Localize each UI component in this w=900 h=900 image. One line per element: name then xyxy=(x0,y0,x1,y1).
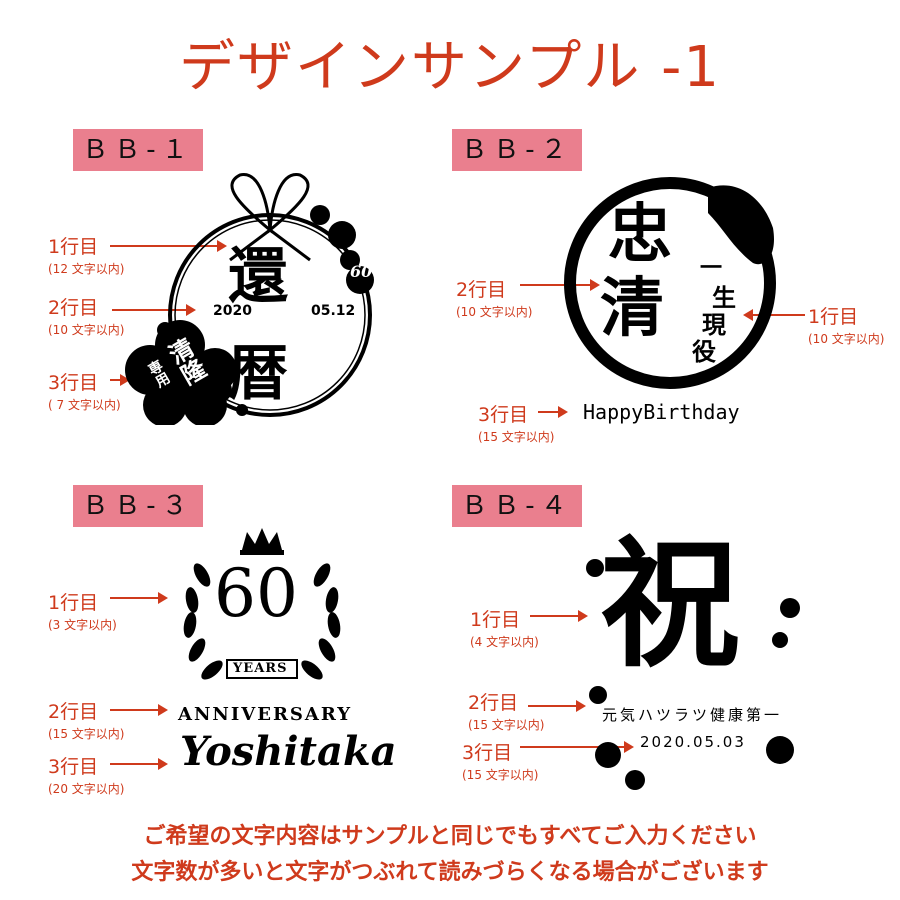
line-label: 3行目 (15 文字以内) xyxy=(462,738,538,783)
line-number: 2行目 xyxy=(48,297,99,319)
line-label: 3行目 (15 文字以内) xyxy=(478,400,554,445)
note-line-2: 文字数が多いと文字がつぶれて読みづらくなる場合がございます xyxy=(131,860,769,885)
line-number: 3行目 xyxy=(48,372,99,394)
char-limit: ( 7 文字以内) xyxy=(48,398,121,412)
main-kanji: 祝 xyxy=(600,523,741,687)
line-number: 3行目 xyxy=(478,404,529,426)
line-number: 1行目 xyxy=(48,236,99,258)
name-script-text: Yoshitaka xyxy=(180,728,397,775)
line-number: 1行目 xyxy=(48,592,99,614)
char-limit: (15 文字以内) xyxy=(478,430,555,444)
arrow-right-icon xyxy=(110,374,130,386)
line-number: 1行目 xyxy=(808,306,859,328)
line-label: 2行目 (10 文字以内) xyxy=(48,293,124,338)
enso-circle-icon xyxy=(564,177,776,389)
arrow-right-icon xyxy=(530,610,588,622)
arrow-right-icon xyxy=(538,406,568,418)
char-limit: (15 文字以内) xyxy=(48,727,125,741)
blossom-scatter-icon xyxy=(586,559,800,790)
main-text-top: 忠 xyxy=(608,197,672,272)
note-line-1: ご希望の文字内容はサンプルと同じでもすべてご入力ください xyxy=(143,824,757,849)
arrow-right-icon xyxy=(528,700,586,712)
side-char: 生 xyxy=(712,283,736,312)
arrow-right-icon xyxy=(110,758,168,770)
line-label: 1行目 (12 文字以内) xyxy=(48,232,124,277)
ribbon-text: YEARS xyxy=(233,661,288,676)
char-limit: (12 文字以内) xyxy=(48,262,125,276)
age-badge: 60 xyxy=(350,262,373,281)
anniversary-text: ANNIVERSARY xyxy=(178,704,353,725)
side-char: 役 xyxy=(692,337,716,366)
side-char: 現 xyxy=(702,310,726,339)
main-text-bottom: 暦 xyxy=(228,339,288,409)
arrow-left-icon xyxy=(743,309,805,321)
side-char: 一 xyxy=(700,255,723,281)
char-limit: (15 文字以内) xyxy=(462,768,539,782)
line-label: 3行目 ( 7 文字以内) xyxy=(48,368,121,413)
line-label: 1行目 (3 文字以内) xyxy=(48,588,117,633)
design-badge: ＢＢ-１ xyxy=(73,129,203,171)
date-month-day: 05.12 xyxy=(311,303,356,319)
main-text-top: 還 xyxy=(228,242,288,312)
line-number: 2行目 xyxy=(456,279,507,301)
design-badge: ＢＢ-２ xyxy=(452,129,582,171)
number-text: 60 xyxy=(214,555,298,632)
date-year: 2020 xyxy=(213,303,252,319)
char-limit: (15 文字以内) xyxy=(468,718,545,732)
line-label: 3行目 (20 文字以内) xyxy=(48,752,124,797)
line-number: 3行目 xyxy=(462,742,513,764)
wreath-artwork-icon xyxy=(125,173,374,425)
char-limit: (10 文字以内) xyxy=(808,332,885,346)
line-number: 1行目 xyxy=(470,609,521,631)
arrow-right-icon xyxy=(520,741,634,753)
line-label: 1行目 (10 文字以内) xyxy=(808,302,884,347)
laurel-wreath-icon xyxy=(183,528,341,680)
arrow-right-icon xyxy=(110,240,227,252)
line-label: 2行目 (10 文字以内) xyxy=(456,275,532,320)
line-label: 2行目 (15 文字以内) xyxy=(468,688,544,733)
char-limit: (4 文字以内) xyxy=(470,635,539,649)
line-label: 2行目 (15 文字以内) xyxy=(48,697,124,742)
line-number: 2行目 xyxy=(468,692,519,714)
char-limit: (10 文字以内) xyxy=(456,305,533,319)
main-text-bottom: 清 xyxy=(600,271,664,346)
char-limit: (10 文字以内) xyxy=(48,323,125,337)
design-badge: ＢＢ-３ xyxy=(73,485,203,527)
line3-date-text: 2020.05.03 xyxy=(640,733,746,751)
line-number: 3行目 xyxy=(48,756,99,778)
char-limit: (3 文字以内) xyxy=(48,618,117,632)
line2-text: 元気ハツラツ健康第一 xyxy=(602,706,783,724)
arrow-right-icon xyxy=(520,279,600,291)
arrow-right-icon xyxy=(110,592,168,604)
bottom-text: HappyBirthday xyxy=(583,400,740,424)
arrow-right-icon xyxy=(112,304,196,316)
char-limit: (20 文字以内) xyxy=(48,782,125,796)
page-title: デザインサンプル -1 xyxy=(179,35,721,100)
line-label: 1行目 (4 文字以内) xyxy=(470,605,539,650)
arrow-right-icon xyxy=(110,704,168,716)
design-badge: ＢＢ-４ xyxy=(452,485,582,527)
line-number: 2行目 xyxy=(48,701,99,723)
